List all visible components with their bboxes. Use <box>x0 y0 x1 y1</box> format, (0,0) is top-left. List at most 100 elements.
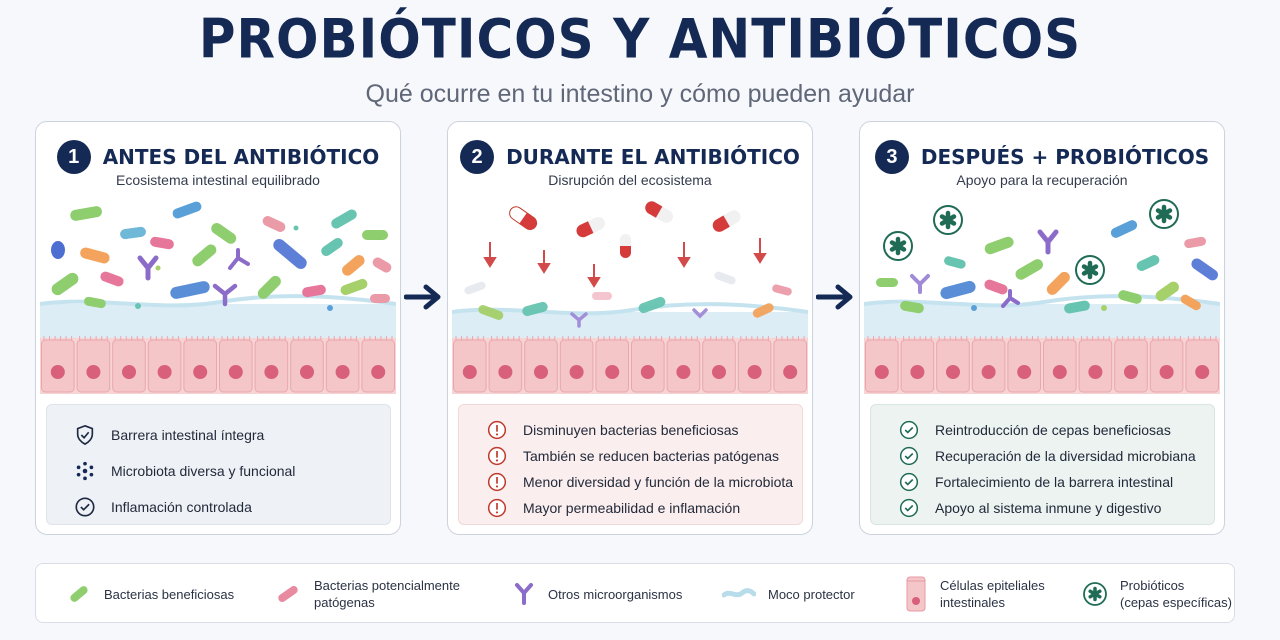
shield-icon <box>73 423 97 447</box>
legend-item: Células epiteliales intestinales <box>904 564 1045 624</box>
cell-nucleus <box>1052 365 1067 379</box>
panel-title: DESPUÉS + PROBIÓTICOS <box>920 145 1210 169</box>
list-item: Fortalecimiento de la barrera intestinal <box>897 469 1214 495</box>
arrow-right-icon <box>816 284 853 310</box>
mucus-icon <box>722 588 756 598</box>
panel-subtitle: Apoyo para la recuperación <box>956 172 1128 188</box>
list-item-label: Apoyo al sistema inmune y digestivo <box>935 500 1162 516</box>
legend-item: Bacterias potencialmente patógenas <box>274 564 460 624</box>
list-item: También se reducen bacterias patógenas <box>485 443 802 469</box>
panel-after: 3 DESPUÉS + PROBIÓTICOS Apoyo para la re… <box>859 121 1225 535</box>
panel-header: 1 ANTES DEL ANTIBIÓTICO <box>36 140 400 174</box>
check-circle-icon <box>897 496 921 520</box>
probiotics <box>883 199 1179 285</box>
cell-nucleus <box>86 365 101 379</box>
cell-nucleus <box>264 365 279 379</box>
cell-nucleus <box>300 365 314 379</box>
cell-nucleus <box>981 365 996 379</box>
down-arrows <box>483 238 767 288</box>
epithelium <box>40 294 396 394</box>
cell-nucleus <box>605 365 620 379</box>
panel-header: 2 DURANTE EL ANTIBIÓTICO <box>448 140 812 174</box>
green-bacterium-icon <box>70 586 88 602</box>
check-circle-icon <box>897 444 921 468</box>
legend-item: Moco protector <box>722 564 855 624</box>
list-item-label: Microbiota diversa y funcional <box>111 463 296 479</box>
legend-label-line2: intestinales <box>940 595 1006 610</box>
list-item-label: Fortalecimiento de la barrera intestinal <box>935 474 1174 490</box>
list-item-label: Menor diversidad y función de la microbi… <box>523 474 794 490</box>
page-subtitle: Qué ocurre en tu intestino y cómo pueden… <box>365 80 915 108</box>
panel-list: Disminuyen bacterias beneficiosas Tambié… <box>458 404 803 525</box>
list-item: Disminuyen bacterias beneficiosas <box>485 417 802 443</box>
microbes <box>464 271 792 328</box>
alert-circle-icon <box>485 444 509 468</box>
cell-nucleus <box>1124 365 1138 379</box>
legend-item: Bacterias beneficiosas <box>66 564 234 624</box>
gut-scene-recovery <box>864 199 1220 394</box>
legend-label-line2: (cepas específicas) <box>1120 595 1232 610</box>
alert-circle-icon <box>485 470 509 494</box>
cell-nucleus <box>910 365 925 379</box>
cell-nucleus <box>1159 365 1174 379</box>
panel-during: 2 DURANTE EL ANTIBIÓTICO Disrupción del … <box>447 121 813 535</box>
legend-item: Otros microorganismos <box>512 564 682 624</box>
legend-item: Probióticos(cepas específicas) <box>1082 564 1232 624</box>
cell-nucleus <box>498 365 513 379</box>
gut-scene-disrupted <box>452 201 808 394</box>
cell-nucleus <box>1017 365 1032 379</box>
list-item-label: Reintroducción de cepas beneficiosas <box>935 422 1171 438</box>
step-number-badge: 1 <box>56 140 91 174</box>
list-item: Recuperación de la diversidad microbiana <box>897 443 1214 469</box>
cell-nucleus <box>712 365 726 379</box>
list-item: Reintroducción de cepas beneficiosas <box>897 417 1214 443</box>
epithelial-cell-icon <box>906 576 926 612</box>
check-circle-icon <box>897 470 921 494</box>
cell-nucleus <box>874 365 889 379</box>
cell-nucleus <box>122 365 136 379</box>
list-item-label: Disminuyen bacterias beneficiosas <box>523 422 739 438</box>
cell-nucleus <box>157 365 172 379</box>
panel-list: Reintroducción de cepas beneficiosas Rec… <box>870 404 1215 525</box>
legend-label: Bacterias beneficiosas <box>104 586 235 602</box>
probiotic-icon <box>1083 582 1107 606</box>
pink-bacterium-icon <box>278 585 298 603</box>
list-item-label: Inflamación controlada <box>111 499 252 515</box>
check-circle-icon <box>897 418 921 442</box>
cell-nucleus <box>50 365 65 379</box>
list-item-label: Barrera intestinal íntegra <box>111 427 265 443</box>
antibiotic-pills <box>509 201 741 258</box>
legend-label: Células epiteliales <box>940 578 1045 593</box>
alert-circle-icon <box>485 418 509 442</box>
list-item: Apoyo al sistema inmune y digestivo <box>897 495 1214 521</box>
cell-nucleus <box>783 365 798 379</box>
panel-subtitle: Ecosistema intestinal equilibrado <box>116 172 320 188</box>
cell-nucleus <box>946 365 960 379</box>
legend-label: Bacterias potencialmente <box>314 578 460 593</box>
legend-label: Otros microorganismos <box>548 586 683 602</box>
panel-subtitle: Disrupción del ecosistema <box>548 172 712 188</box>
cell-nucleus <box>640 365 655 379</box>
page-title: PROBIÓTICOS Y ANTIBIÓTICOS <box>198 7 1082 71</box>
cell-nucleus <box>1195 365 1210 379</box>
arrow-right-icon <box>404 284 441 310</box>
list-item: Inflamación controlada <box>73 489 390 525</box>
cell-nucleus <box>371 365 386 379</box>
panel-before: 1 ANTES DEL ANTIBIÓTICO Ecosistema intes… <box>35 121 401 535</box>
legend-label-line2: patógenas <box>314 595 375 610</box>
cell-nucleus <box>335 365 350 379</box>
cell-nucleus <box>534 365 548 379</box>
legend-label: Moco protector <box>768 586 855 602</box>
legend: Bacterias beneficiosas Bacterias potenci… <box>35 563 1235 623</box>
epithelium <box>452 302 808 394</box>
y-microorganism-icon <box>515 583 533 605</box>
cell-nucleus <box>228 365 243 379</box>
microbes <box>51 201 392 311</box>
list-item-label: También se reducen bacterias patógenas <box>523 448 780 464</box>
list-item: Microbiota diversa y funcional <box>73 453 390 489</box>
cell-nucleus <box>569 365 584 379</box>
list-item-label: Recuperación de la diversidad microbiana <box>935 448 1196 464</box>
dots-cluster-icon <box>73 459 97 483</box>
microbes <box>876 220 1218 314</box>
list-item: Menor diversidad y función de la microbi… <box>485 469 802 495</box>
